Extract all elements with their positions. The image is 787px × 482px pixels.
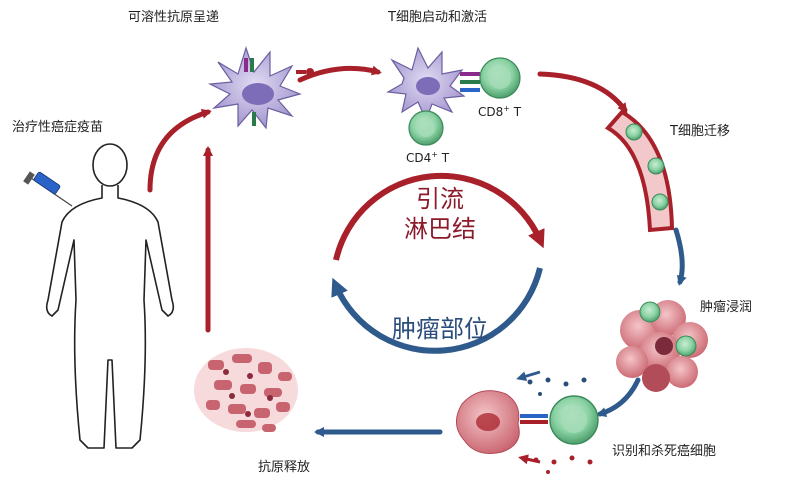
label-recognize-kill: 识别和杀死癌细胞 bbox=[612, 444, 717, 459]
t-cell-activation-illustration bbox=[386, 46, 521, 146]
antigen-debris bbox=[194, 348, 298, 432]
label-antigen-release: 抗原释放 bbox=[258, 460, 311, 475]
cd8-suffix: T bbox=[509, 105, 522, 119]
t-cell-killing-illustration bbox=[456, 370, 599, 474]
syringe-icon bbox=[23, 171, 73, 207]
cd4-text: CD4 bbox=[406, 151, 432, 165]
center-bottom-text: 肿瘤部位 bbox=[392, 315, 488, 343]
center-top-line2: 淋巴结 bbox=[404, 215, 476, 243]
label-vaccine: 治疗性癌症疫苗 bbox=[12, 120, 104, 135]
tumor-mass bbox=[616, 300, 708, 392]
outer-cycle-arrows bbox=[147, 65, 687, 437]
cd4-sup: + bbox=[431, 150, 438, 159]
label-cd8: CD8+ T bbox=[478, 104, 521, 119]
blood-vessel bbox=[604, 109, 675, 233]
cd8-text: CD8 bbox=[478, 105, 504, 119]
center-top-line1: 引流 bbox=[416, 185, 464, 213]
label-t-cell-activation: T细胞启动和激活 bbox=[388, 10, 487, 25]
center-top-text: 引流 淋巴结 bbox=[370, 184, 510, 244]
label-t-cell-migration: T细胞迁移 bbox=[670, 124, 730, 139]
label-antigen-presentation: 可溶性抗原呈递 bbox=[128, 10, 220, 25]
cd4-suffix: T bbox=[437, 151, 450, 165]
dendritic-cell bbox=[207, 46, 314, 130]
central-cycle bbox=[331, 172, 545, 354]
label-tumor-infiltration: 肿瘤浸润 bbox=[700, 300, 753, 315]
cd8-sup: + bbox=[503, 104, 510, 113]
human-figure bbox=[45, 143, 175, 449]
label-cd4: CD4+ T bbox=[406, 150, 449, 165]
